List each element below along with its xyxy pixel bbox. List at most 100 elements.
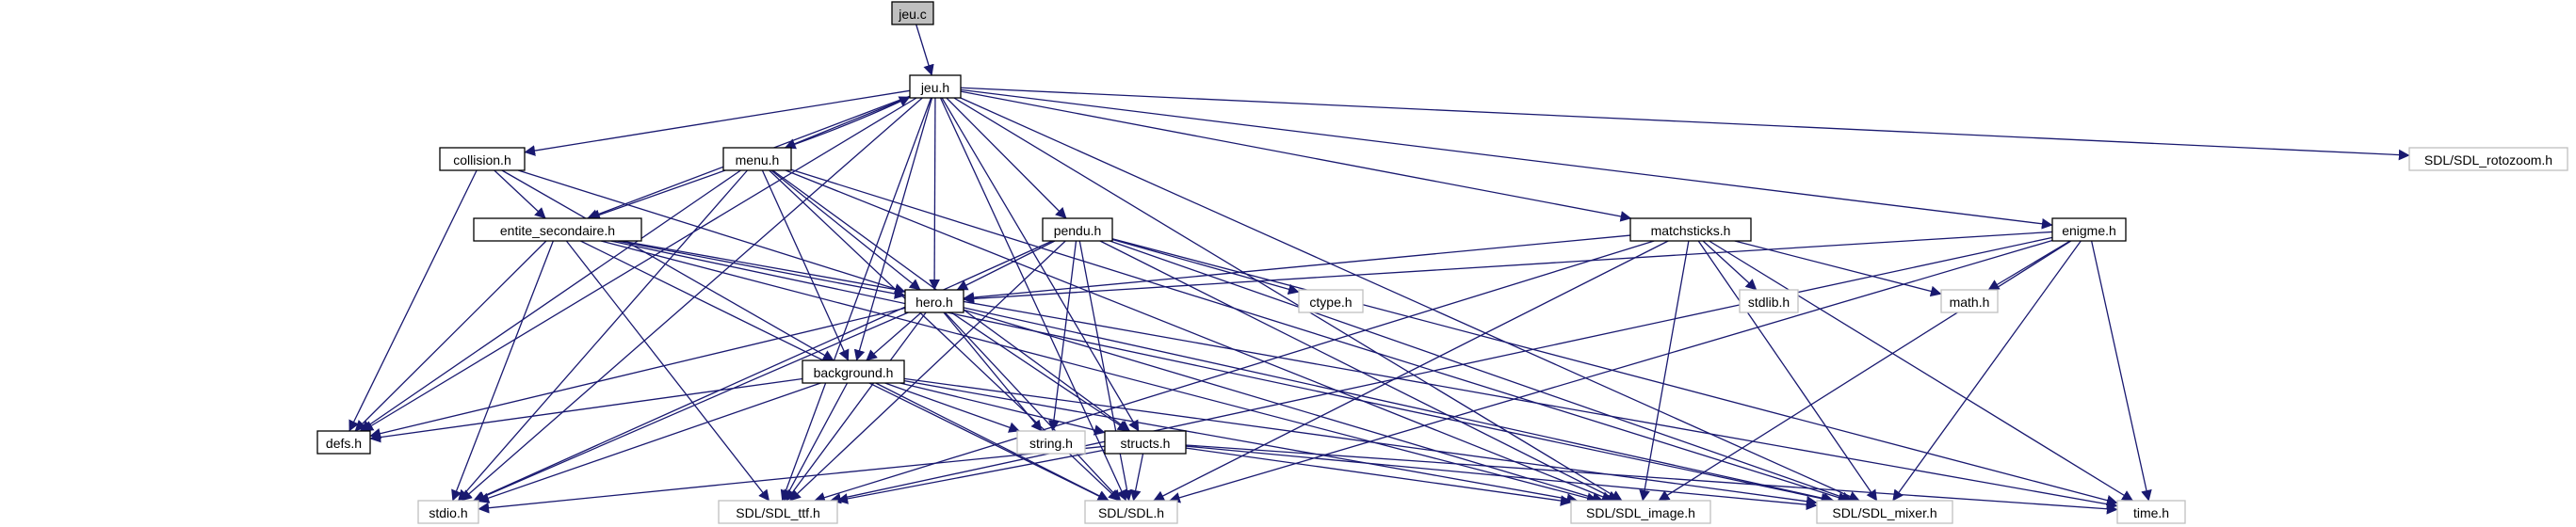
edge-structs_h-to-image_h: [1185, 447, 1572, 506]
node-label-hero_h: hero.h: [915, 295, 953, 310]
edge-matchsticks_h-to-ttf_h: [814, 240, 1655, 503]
edge-structs_h-to-time_h: [1185, 444, 2118, 515]
node-enigme_h[interactable]: enigme.h: [2051, 217, 2127, 242]
edge-pendu_h-to-hero_h: [956, 240, 1056, 291]
edge-matchsticks_h-to-stdlib_h: [1702, 240, 1758, 291]
node-box-jeu_c: [891, 1, 934, 25]
edge-menu_h-to-defs_h: [360, 169, 741, 432]
edge-pendu_h-to-time_h: [1111, 238, 2118, 506]
edge-jeu_h-to-defs_h: [362, 97, 917, 432]
node-mixer_h: SDL/SDL_mixer.h: [1816, 500, 1953, 524]
edge-enigme_h-to-mixer_h: [1892, 240, 2082, 502]
edge-jeu_h-to-rotozoom_h: [960, 87, 2410, 161]
edge-enigme_h-to-image_h: [1658, 240, 2072, 502]
edge-hero_h-to-stdio_h: [474, 311, 909, 502]
edge-jeu_h-to-pendu_h: [946, 97, 1067, 219]
edge-jeu_h-to-image_h: [953, 97, 1623, 502]
edge-jeu_h-to-background_h: [853, 97, 933, 361]
node-box-ctype_h: [1298, 289, 1364, 313]
edge-background_h-to-string_h: [884, 382, 1020, 433]
node-menu_h[interactable]: menu.h: [722, 147, 792, 171]
edge-background_h-to-structs_h: [899, 382, 1106, 436]
node-pendu_h[interactable]: pendu.h: [1042, 217, 1113, 242]
node-box-time_h: [2116, 500, 2186, 524]
edge-pendu_h-to-ctype_h: [1111, 238, 1300, 295]
edge-hero_h-to-sdl_h: [944, 311, 1122, 502]
node-stdlib_h: stdlib.h: [1739, 289, 1799, 313]
edge-jeu_h-to-stdio_h: [461, 97, 923, 502]
edge-collision_h-to-background_h: [501, 169, 834, 361]
edge-matchsticks_h-to-time_h: [1709, 240, 2133, 502]
node-collision_h[interactable]: collision.h: [439, 147, 526, 171]
node-label-menu_h: menu.h: [736, 152, 780, 168]
node-label-entite_h: entite_secondaire.h: [500, 223, 615, 238]
node-ctype_h: ctype.h: [1298, 289, 1364, 313]
edge-enigme_h-to-sdl_h: [1169, 239, 2053, 503]
edge-enigme_h-to-math_h: [1987, 240, 2071, 291]
edge-pendu_h-to-image_h: [1099, 240, 1619, 502]
node-hero_h[interactable]: hero.h: [904, 289, 964, 313]
edge-background_h-to-ttf_h: [783, 382, 849, 502]
edge-pendu_h-to-mixer_h: [1110, 240, 1854, 503]
node-box-stdlib_h: [1739, 289, 1799, 313]
edge-pendu_h-to-ttf_h: [789, 240, 1066, 502]
node-box-menu_h: [722, 147, 792, 171]
edge-matchsticks_h-to-hero_h: [963, 234, 1631, 303]
edge-jeu_h-to-hero_h: [929, 97, 940, 291]
edge-enigme_h-to-time_h: [2091, 240, 2152, 502]
node-jeu_c[interactable]: jeu.c: [891, 1, 934, 25]
node-jeu_h[interactable]: jeu.h: [909, 74, 962, 99]
edge-background_h-to-sdl_h: [875, 382, 1110, 502]
node-label-ttf_h: SDL/SDL_ttf.h: [736, 505, 820, 520]
edge-entite_h-to-time_h: [621, 240, 2118, 510]
node-rotozoom_h: SDL/SDL_rotozoom.h: [2408, 147, 2568, 171]
node-box-sdl_h: [1084, 500, 1178, 524]
node-label-mixer_h: SDL/SDL_mixer.h: [1832, 505, 1936, 520]
edge-hero_h-to-structs_h: [950, 311, 1129, 432]
node-box-mixer_h: [1816, 500, 1953, 524]
edge-structs_h-to-ttf_h: [836, 449, 1106, 504]
node-box-image_h: [1570, 500, 1711, 524]
edge-entite_h-to-hero_h: [617, 240, 906, 299]
node-background_h[interactable]: background.h: [802, 359, 905, 384]
edge-pendu_h-to-sdl_h: [1078, 240, 1133, 502]
edge-enigme_h-to-ttf_h: [830, 236, 2053, 504]
edge-structs_h-to-sdl_h: [1129, 453, 1144, 502]
edge-menu_h-to-hero_h: [770, 169, 921, 291]
edge-menu_h-to-background_h: [761, 169, 850, 361]
node-ttf_h: SDL/SDL_ttf.h: [718, 500, 838, 524]
node-box-math_h: [1940, 289, 1999, 313]
node-box-ttf_h: [718, 500, 838, 524]
edge-matchsticks_h-to-mixer_h: [1697, 240, 1878, 502]
node-defs_h[interactable]: defs.h: [316, 430, 371, 455]
edge-jeu_h-to-mixer_h: [960, 97, 1860, 502]
node-label-stdlib_h: stdlib.h: [1748, 295, 1790, 310]
node-entite_h[interactable]: entite_secondaire.h: [473, 217, 642, 242]
edge-matchsticks_h-to-image_h: [1639, 240, 1690, 502]
edge-menu_h-to-stdio_h: [458, 169, 748, 502]
node-label-time_h: time.h: [2133, 505, 2169, 520]
node-matchsticks_h[interactable]: matchsticks.h: [1629, 217, 1752, 242]
node-box-enigme_h: [2051, 217, 2127, 242]
edge-menu_h-to-mixer_h: [790, 168, 1850, 503]
node-label-image_h: SDL/SDL_image.h: [1586, 505, 1695, 520]
node-label-enigme_h: enigme.h: [2062, 223, 2116, 238]
node-box-defs_h: [316, 430, 371, 455]
node-stdio_h: stdio.h: [417, 500, 479, 524]
node-sdl_h: SDL/SDL.h: [1084, 500, 1178, 524]
edge-hero_h-to-background_h: [866, 311, 922, 361]
node-structs_h[interactable]: structs.h: [1104, 430, 1187, 455]
edge-enigme_h-to-hero_h: [963, 231, 2053, 305]
edge-menu_h-to-image_h: [785, 169, 1613, 503]
node-label-structs_h: structs.h: [1121, 436, 1171, 451]
node-label-ctype_h: ctype.h: [1309, 295, 1352, 310]
node-label-pendu_h: pendu.h: [1054, 223, 1102, 238]
node-math_h: math.h: [1940, 289, 1999, 313]
nodes-layer: jeu.c jeu.h collision.h menu.h pendu.h matchs…: [316, 1, 2568, 524]
edge-hero_h-to-mixer_h: [963, 307, 1835, 504]
edge-background_h-to-defs_h: [369, 377, 803, 443]
edge-background_h-to-image_h: [903, 379, 1579, 504]
edge-hero_h-to-image_h: [963, 309, 1604, 503]
node-box-matchsticks_h: [1629, 217, 1752, 242]
edge-menu_h-to-jeu_h: [785, 96, 911, 149]
